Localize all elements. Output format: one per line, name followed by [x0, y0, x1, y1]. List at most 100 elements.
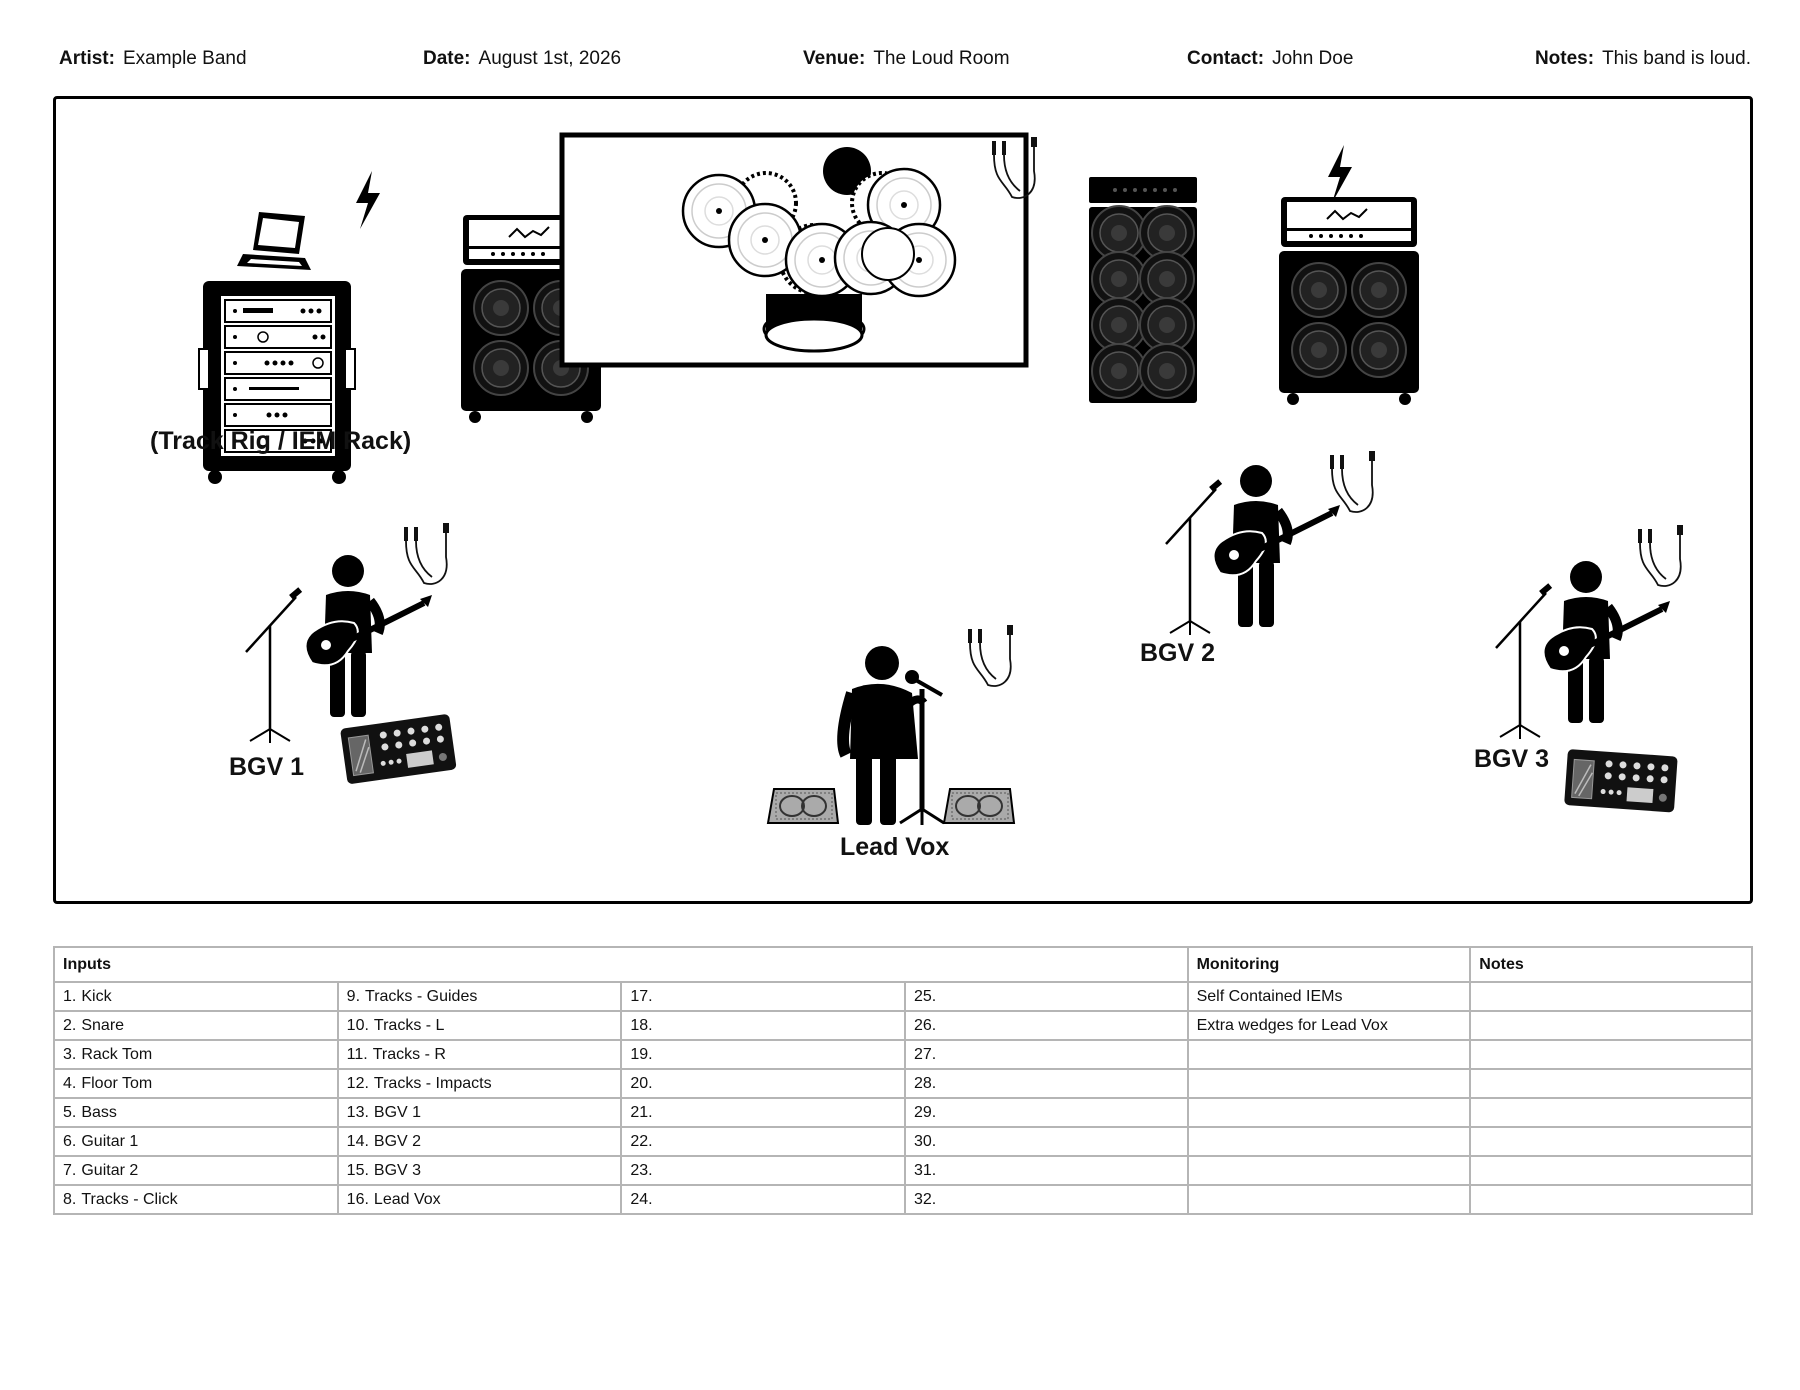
track-rig-label: (Track Rig / IEM Rack) [150, 427, 412, 455]
stage-drawing [198, 132, 1685, 825]
notes-field: Notes: This band is loud. [1535, 48, 1751, 70]
input-cell: 28. [903, 1068, 1189, 1099]
monitoring-cell [1186, 1068, 1472, 1099]
input-cell: 14.BGV 2 [336, 1126, 623, 1157]
stage-plot: (Track Rig / IEM Rack) BGV 1 BGV 2 BGV 3… [53, 96, 1753, 904]
monitoring-cell [1186, 1039, 1472, 1070]
iem-icon-bgv3 [1638, 523, 1685, 588]
input-cell: 26. [903, 1010, 1189, 1041]
iem-icon-bgv2 [1330, 449, 1377, 514]
input-source: Guitar 1 [81, 1132, 139, 1150]
monitoring-cell [1186, 1184, 1472, 1215]
track-rig-rack [198, 212, 356, 484]
notes-cell [1469, 1039, 1753, 1070]
input-source: Tracks - Click [81, 1190, 178, 1208]
input-number: 10. [346, 1016, 369, 1034]
input-number: 8. [63, 1190, 77, 1208]
lead-vox-position [767, 623, 1015, 825]
notes-cell [1469, 1010, 1753, 1041]
bgv1-position [244, 521, 458, 786]
input-number: 12. [346, 1074, 369, 1092]
input-cell: 29. [903, 1097, 1189, 1128]
input-cell: 8.Tracks - Click [53, 1184, 339, 1215]
input-cell: 7.Guitar 2 [53, 1155, 339, 1186]
venue-field: Venue:The Loud Room [803, 48, 1010, 70]
pedalboard-icon-bgv3 [1563, 748, 1679, 814]
input-cell: 1.Kick [53, 981, 339, 1012]
input-number: 27. [913, 1045, 937, 1063]
notes-header: Notes [1469, 946, 1753, 983]
drum-riser [559, 132, 1039, 368]
input-cell: 11.Tracks - R [336, 1039, 623, 1070]
artist-value: Example Band [122, 48, 247, 69]
input-number: 25. [913, 987, 937, 1005]
input-cell: 32. [903, 1184, 1189, 1215]
input-cell: 31. [903, 1155, 1189, 1186]
input-source: Tracks - R [372, 1045, 446, 1063]
monitoring-cell: Extra wedges for Lead Vox [1186, 1010, 1472, 1041]
artist-field: Artist: Example Band [59, 48, 247, 70]
input-cell: 19. [620, 1039, 906, 1070]
inputs-header: Inputs [53, 946, 1189, 983]
contact-label: Contact: [1187, 48, 1265, 69]
input-source: Bass [81, 1103, 117, 1121]
input-number: 18. [630, 1016, 653, 1034]
input-number: 20. [630, 1074, 653, 1092]
input-cell: 3.Rack Tom [53, 1039, 339, 1070]
input-source: Guitar 2 [81, 1161, 139, 1179]
notes-cell [1469, 1097, 1753, 1128]
input-cell: 4.Floor Tom [53, 1068, 339, 1099]
input-cell: 23. [620, 1155, 906, 1186]
input-cell: 25. [903, 981, 1189, 1012]
bgv1-label: BGV 1 [229, 753, 305, 781]
input-number: 17. [630, 987, 653, 1005]
input-number: 31. [913, 1161, 937, 1179]
input-number: 16. [346, 1190, 369, 1208]
venue-label: Venue: [803, 48, 866, 69]
pedalboard-icon-bgv1 [339, 712, 458, 786]
input-cell: 18. [620, 1010, 906, 1041]
drum-kit [681, 147, 957, 353]
notes-cell [1469, 1126, 1753, 1157]
bgv3-label: BGV 3 [1474, 745, 1550, 773]
input-cell: 13.BGV 1 [336, 1097, 623, 1128]
input-source: BGV 1 [373, 1103, 422, 1121]
date-field: Date:August 1st, 2026 [423, 48, 621, 70]
input-number: 29. [913, 1103, 937, 1121]
input-source: BGV 3 [373, 1161, 422, 1179]
contact-value: John Doe [1272, 48, 1354, 69]
bgv2-label: BGV 2 [1140, 639, 1216, 667]
input-number: 14. [346, 1132, 369, 1150]
input-source: BGV 2 [373, 1132, 422, 1150]
artist-label: Artist: [59, 48, 115, 69]
input-cell: 22. [620, 1126, 906, 1157]
bass-amp [1089, 177, 1197, 403]
input-number: 21. [630, 1103, 653, 1121]
monitoring-cell [1186, 1097, 1472, 1128]
power-icon-left [356, 171, 380, 229]
notes-label: Notes: [1534, 48, 1595, 69]
monitoring-cell [1186, 1155, 1472, 1186]
wedge-monitor-right [943, 788, 1015, 824]
input-number: 9. [346, 987, 361, 1005]
input-source: Rack Tom [81, 1045, 153, 1063]
input-number: 23. [630, 1161, 653, 1179]
input-cell: 17. [620, 981, 906, 1012]
input-number: 6. [63, 1132, 77, 1150]
input-number: 7. [63, 1161, 77, 1179]
input-cell: 20. [620, 1068, 906, 1099]
iem-icon-bgv1 [404, 521, 451, 586]
input-number: 28. [913, 1074, 937, 1092]
input-number: 26. [913, 1016, 937, 1034]
notes-cell [1469, 1155, 1753, 1186]
input-cell: 5.Bass [53, 1097, 339, 1128]
notes-value: This band is loud. [1602, 48, 1751, 69]
contact-field: Contact: John Doe [1187, 48, 1353, 70]
input-cell: 24. [620, 1184, 906, 1215]
